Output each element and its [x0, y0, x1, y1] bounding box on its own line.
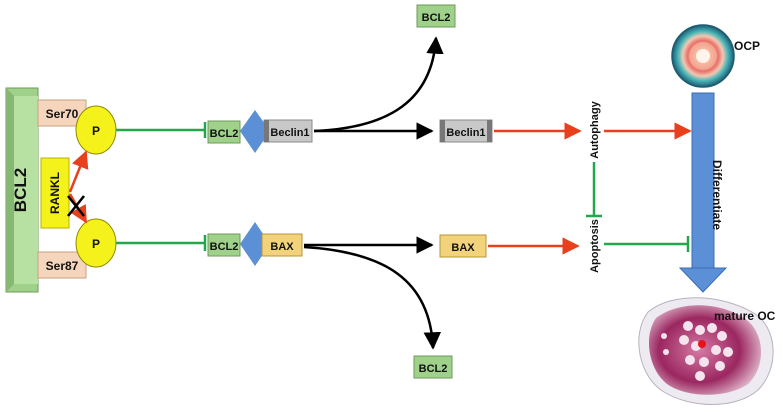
complex-bottom-bax-label: BAX	[270, 241, 294, 253]
differentiate-label: Differentiate	[710, 160, 724, 230]
phospho-bottom-label: P	[92, 237, 100, 251]
nucleus-dot	[698, 340, 706, 348]
ser70-label: Ser70	[46, 107, 79, 121]
rankl-label: RANKL	[48, 172, 62, 214]
bcl2-main-label: BCL2	[11, 168, 30, 212]
beclin1-free: Beclin1	[439, 119, 493, 143]
ocp-label: OCP	[734, 39, 760, 53]
phospho-top: P	[75, 105, 117, 155]
bax-free-label: BAX	[451, 242, 475, 254]
mature-oc-label: mature OC	[714, 309, 776, 323]
arrow-to-bcl2-bottom	[303, 245, 442, 350]
autophagy-inhibits-apoptosis	[586, 162, 602, 218]
arrow-to-bcl2-top	[313, 36, 444, 133]
complex-top: BCL2 Beclin1	[207, 110, 313, 153]
phospho-top-label: P	[92, 124, 100, 138]
complex-top-bcl2-label: BCL2	[210, 128, 239, 140]
inhibit-p-top-complex	[116, 122, 207, 138]
mature-oc-cell	[638, 297, 774, 405]
differentiate-arrow: Differentiate	[678, 92, 728, 293]
rankl-box: RANKL	[40, 157, 70, 229]
phospho-bottom: P	[75, 218, 117, 268]
rankl-to-p-top-arrow	[68, 150, 89, 193]
complex-bottom: BCL2 BAX	[207, 222, 303, 266]
bax-free: BAX	[439, 234, 487, 258]
ser87-tab: Ser87	[37, 251, 87, 279]
apoptosis-inhibits-differentiate	[604, 236, 690, 252]
complex-top-beclin1-label: Beclin1	[270, 127, 309, 139]
bcl2-main-bar: BCL2	[5, 87, 39, 293]
bcl2-released-bottom-label: BCL2	[419, 363, 448, 375]
autophagy-label: Autophagy	[589, 100, 601, 158]
ocp-cell	[671, 24, 735, 88]
inhibit-p-bottom-complex	[116, 235, 207, 251]
bcl2-released-top: BCL2	[416, 4, 456, 28]
bcl2-released-top-label: BCL2	[422, 12, 451, 24]
beclin1-free-label: Beclin1	[446, 127, 485, 139]
complex-bottom-bcl2-label: BCL2	[210, 241, 239, 253]
apoptosis-label: Apoptosis	[589, 219, 601, 273]
block-cross-icon	[67, 195, 85, 217]
ser87-label: Ser87	[46, 259, 79, 273]
bcl2-released-bottom: BCL2	[413, 355, 453, 379]
